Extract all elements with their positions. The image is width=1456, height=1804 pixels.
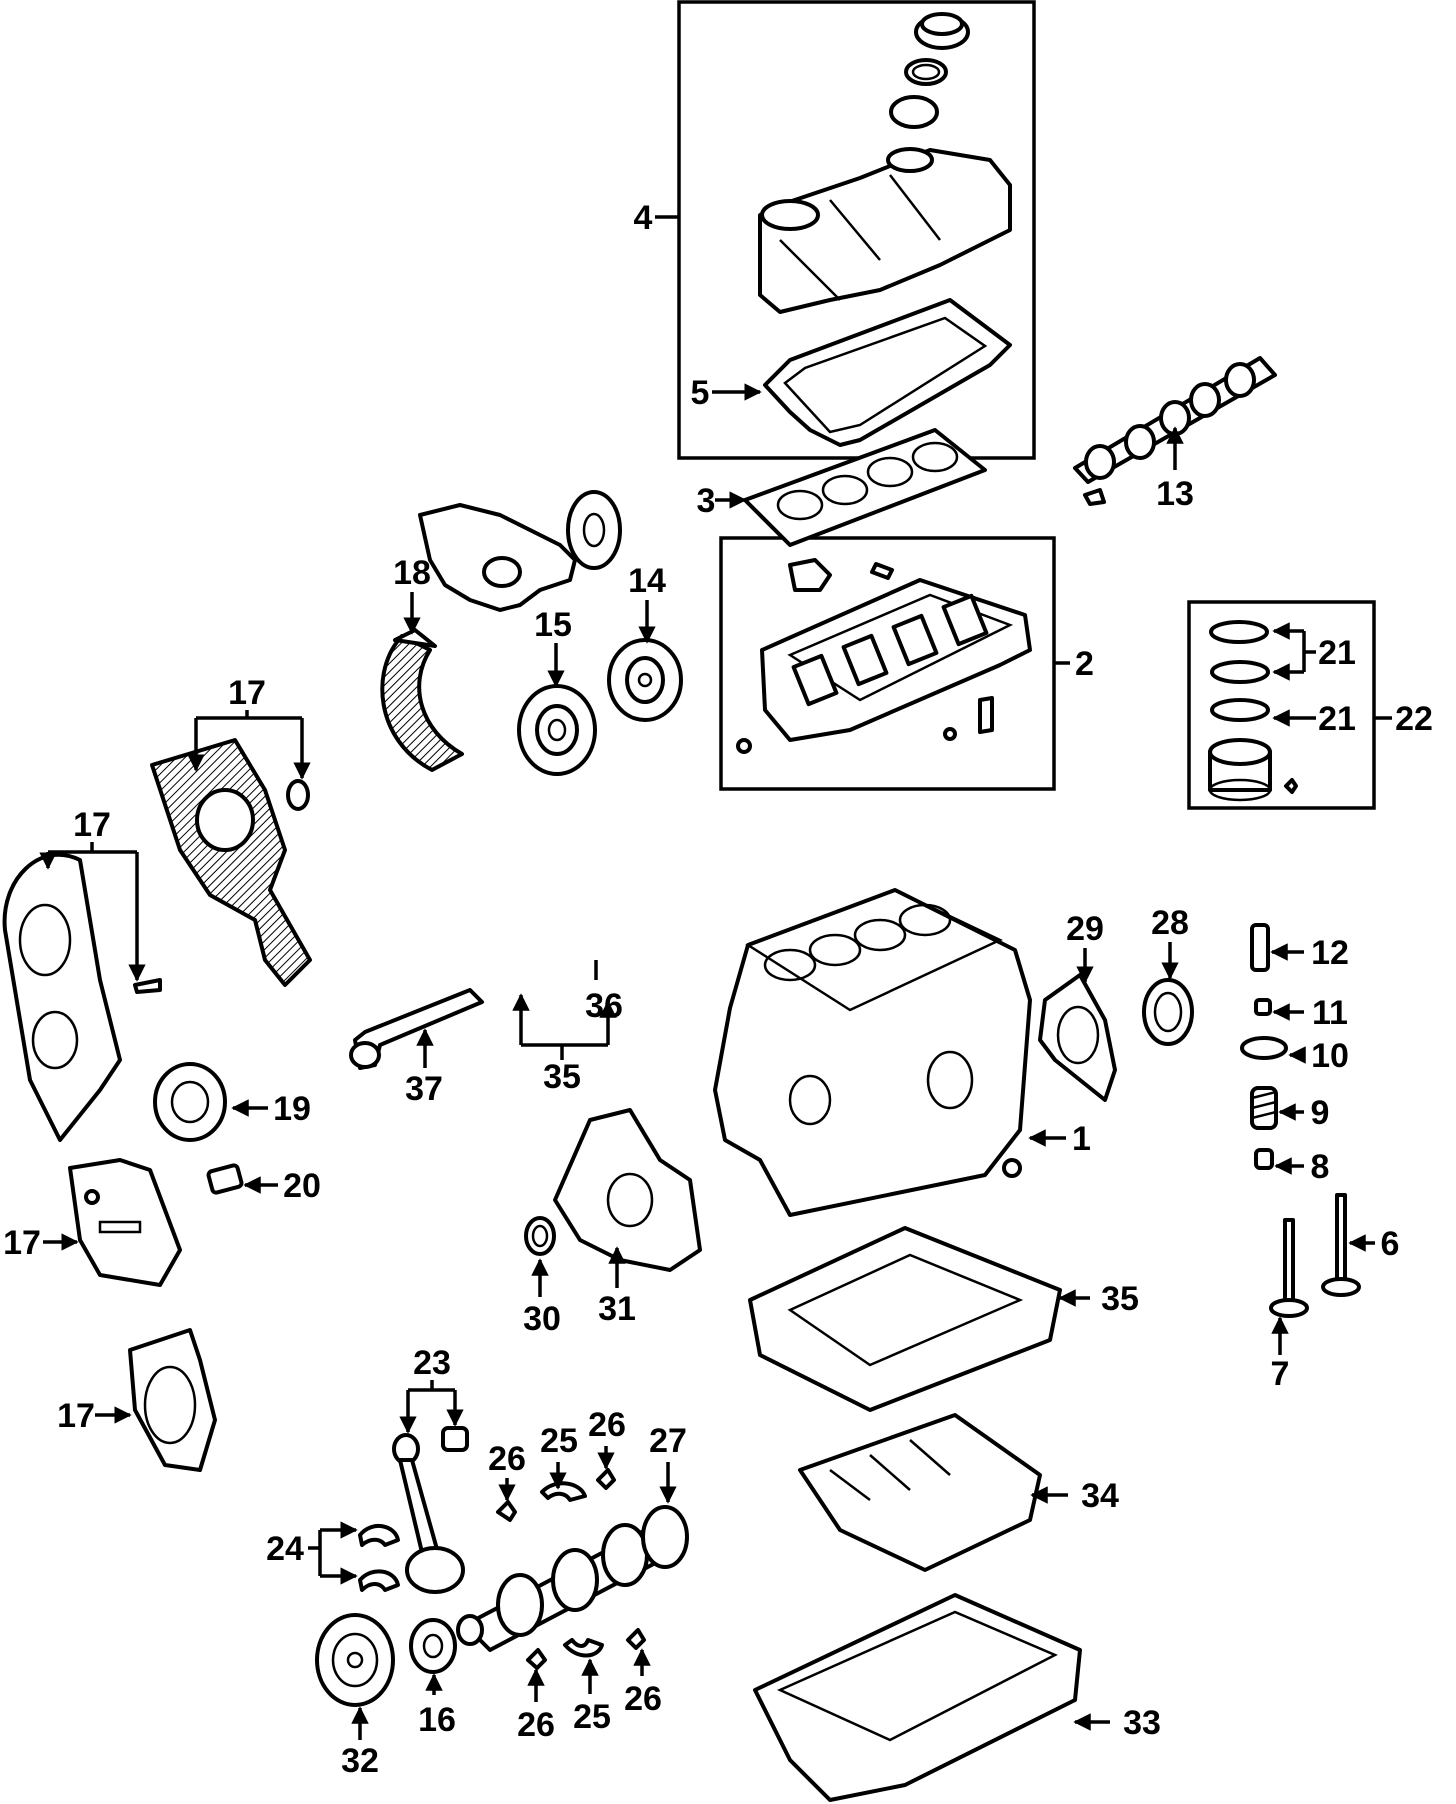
callout-19: 19 [273, 1090, 311, 1128]
lower-timing-cover [68, 1158, 182, 1287]
callout-2: 2 [1075, 645, 1094, 683]
callout-29: 29 [1066, 910, 1104, 948]
main-bearing-upper [540, 1481, 587, 1502]
callout-5: 5 [691, 374, 710, 412]
vacuum-pump-pulley [607, 638, 683, 722]
callout-labels: 1 2 3 4 5 6 7 8 9 10 11 12 13 14 15 16 1… [3, 199, 1433, 1780]
main-bearing-lower [563, 1638, 604, 1658]
callout-33: 33 [1123, 1704, 1161, 1742]
callout-35-upper: 35 [543, 1058, 581, 1096]
callout-27: 27 [649, 1422, 687, 1460]
callout-14: 14 [628, 562, 666, 600]
cylinder-head [736, 558, 1032, 754]
tensioner-roller [153, 1062, 227, 1142]
callout-31: 31 [598, 1290, 636, 1328]
callout-21-lower: 21 [1318, 700, 1356, 738]
callout-26-bottom-left: 26 [517, 1706, 555, 1744]
callout-4: 4 [634, 199, 653, 237]
callout-10: 10 [1311, 1037, 1349, 1075]
bearing-bridge [748, 1226, 1062, 1412]
oil-filler-cap [889, 12, 970, 129]
callout-28: 28 [1151, 904, 1189, 942]
callout-17-bottom: 17 [57, 1397, 95, 1435]
callout-16: 16 [418, 1701, 456, 1739]
crankshaft-sprocket [409, 1618, 457, 1674]
callout-17-left: 17 [73, 806, 111, 844]
piston-rings-and-piston [1208, 620, 1298, 802]
exhaust-valve [1321, 1193, 1361, 1297]
oil-pan [753, 1593, 1082, 1802]
valve-seal [1254, 1148, 1274, 1170]
crankshaft [456, 1505, 689, 1652]
callout-34: 34 [1081, 1477, 1119, 1515]
callout-26-top-right: 26 [588, 1406, 626, 1444]
oil-pump-gear [566, 490, 622, 570]
upper-timing-cover [150, 738, 312, 987]
thrust-washers [496, 1468, 646, 1670]
callout-11: 11 [1312, 994, 1348, 1032]
piston-group-box [1187, 600, 1376, 810]
front-crankshaft-cover [553, 1108, 702, 1272]
callout-37: 37 [405, 1070, 443, 1108]
intake-valve [1269, 1218, 1309, 1318]
valve-spring-retainer [1240, 1036, 1288, 1060]
valve-spring [1250, 1086, 1278, 1130]
oil-pickup-tube [349, 988, 484, 1070]
rear-timing-cover [128, 1328, 217, 1472]
callout-8: 8 [1311, 1148, 1330, 1186]
callout-32: 32 [341, 1742, 379, 1780]
callout-18: 18 [393, 554, 431, 592]
idler-bushing [206, 1163, 244, 1195]
callout-15: 15 [534, 606, 572, 644]
callout-30: 30 [523, 1300, 561, 1338]
callout-12: 12 [1311, 934, 1349, 972]
callout-6: 6 [1381, 1225, 1400, 1263]
connecting-rod-bearings [358, 1524, 400, 1592]
crankshaft-pulley [315, 1613, 395, 1707]
callout-25-top: 25 [540, 1422, 578, 1460]
callout-25-bottom: 25 [573, 1698, 611, 1736]
connecting-rod-bushing [441, 1426, 469, 1452]
callout-7: 7 [1271, 1355, 1290, 1393]
callout-26-bottom-right: 26 [624, 1680, 662, 1718]
front-seal [524, 1216, 556, 1256]
rear-main-seal [1142, 978, 1194, 1046]
callout-22: 22 [1395, 700, 1433, 738]
callout-17-upper: 17 [228, 674, 266, 712]
callout-35-lower: 35 [1101, 1280, 1139, 1318]
oil-pump-housing [418, 503, 577, 612]
callout-24: 24 [266, 1530, 304, 1568]
connecting-rod [392, 1433, 465, 1594]
callout-20: 20 [283, 1167, 321, 1205]
oil-pan-baffle [798, 1413, 1042, 1572]
callout-13: 13 [1156, 475, 1194, 513]
camshaft [1073, 356, 1277, 506]
callout-17-lower: 17 [3, 1224, 41, 1262]
hydraulic-lifter [1250, 923, 1270, 972]
valve-cover-gasket [763, 298, 1012, 447]
callout-9: 9 [1311, 1094, 1330, 1132]
callout-21-upper: 21 [1318, 634, 1356, 672]
callout-36: 36 [585, 987, 623, 1025]
callout-26-top-left: 26 [488, 1440, 526, 1478]
valve-keeper [1254, 998, 1272, 1016]
callout-3: 3 [697, 482, 716, 520]
callout-1: 1 [1072, 1120, 1091, 1158]
camshaft-sprocket [517, 684, 597, 776]
valve-cover [758, 147, 1012, 314]
callout-23: 23 [413, 1344, 451, 1382]
leader-lines [39, 215, 1392, 1740]
cylinder-head-gasket [743, 428, 987, 547]
timing-belt [380, 628, 464, 772]
engine-block [713, 888, 1032, 1217]
rear-main-seal-housing [1038, 973, 1117, 1102]
